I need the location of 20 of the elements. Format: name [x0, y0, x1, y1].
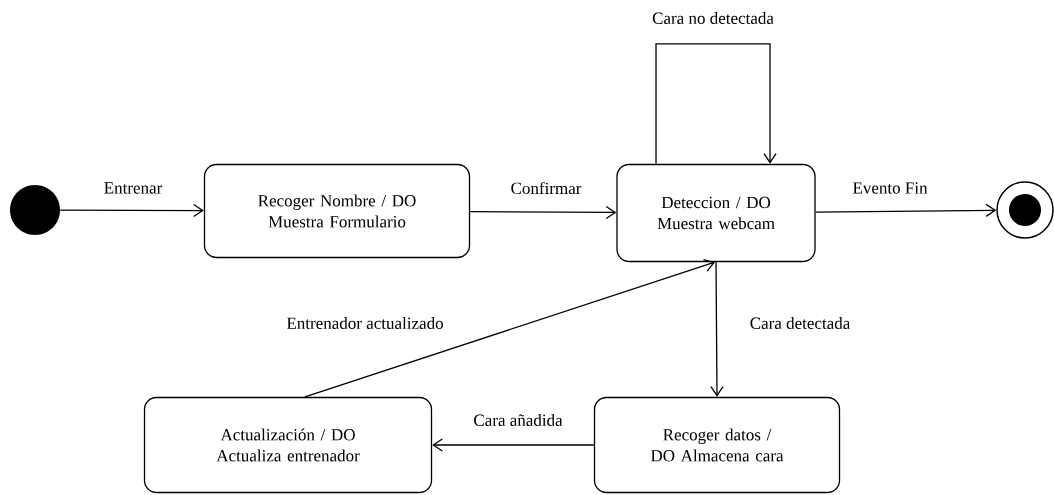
edge-label: Confirmar — [509, 180, 583, 196]
transition-arrow — [304, 259, 715, 398]
state-box: Deteccion / DO Muestra webcam — [616, 163, 816, 263]
final-state — [996, 181, 1054, 239]
edge-label: Cara no detectada — [651, 11, 775, 25]
edge-label: Evento Fin — [851, 181, 929, 195]
transition-arrow — [59, 203, 204, 218]
initial-state — [10, 185, 60, 235]
state-box: Actualización / DO Actualiza entrenador — [143, 396, 433, 494]
transition-arrow — [710, 261, 724, 397]
transition-arrow — [815, 203, 997, 218]
edge-label: Cara añadida — [472, 413, 564, 427]
state-box: Recoger datos / DO Almacena cara — [593, 396, 841, 494]
state-box: Recoger Nombre / DO Muestra Formulario — [203, 163, 471, 259]
edge-label: Entrenador actualizado — [285, 316, 445, 330]
edge-label: Cara detectada — [748, 316, 852, 330]
transition-arrow — [655, 43, 777, 165]
edge-label: Entrenar — [102, 181, 164, 195]
transition-arrow — [432, 438, 595, 452]
transition-arrow — [469, 205, 617, 220]
